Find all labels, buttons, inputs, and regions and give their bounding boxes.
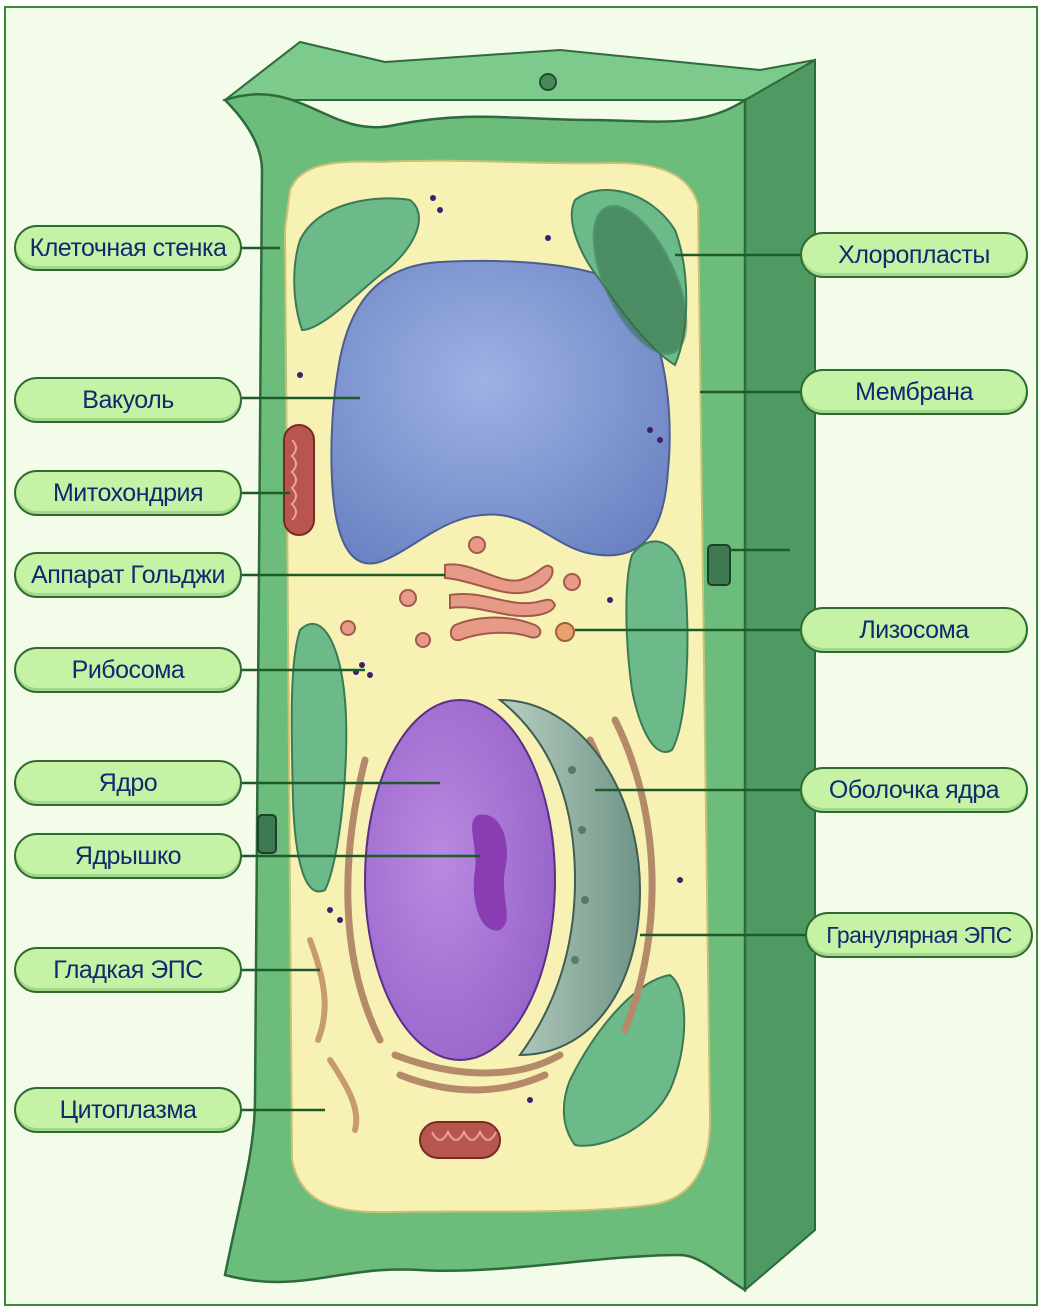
label-cytoplasm: Цитоплазма — [14, 1087, 242, 1133]
label-nuclear-envelope: Оболочка ядра — [800, 767, 1028, 813]
label-smooth-er: Гладкая ЭПС — [14, 947, 242, 993]
label-nucleus: Ядро — [14, 760, 242, 806]
lysosome — [556, 623, 574, 641]
label-membrane: Мембрана — [800, 369, 1028, 415]
label-golgi: Аппарат Гольджи — [14, 552, 242, 598]
label-ribosome: Рибосома — [14, 647, 242, 693]
plasmodesma — [708, 545, 730, 585]
label-lysosome: Лизосома — [800, 607, 1028, 653]
label-rough-er: Гранулярная ЭПС — [805, 912, 1033, 958]
label-mitochondrion: Митохондрия — [14, 470, 242, 516]
cell-wall-top — [225, 42, 815, 100]
nucleus — [365, 700, 555, 1060]
label-nucleolus: Ядрышко — [14, 833, 242, 879]
label-vacuole: Вакуоль — [14, 377, 242, 423]
label-cell-wall: Клеточная стенка — [14, 225, 242, 271]
label-chloroplasts: Хлоропласты — [800, 232, 1028, 278]
